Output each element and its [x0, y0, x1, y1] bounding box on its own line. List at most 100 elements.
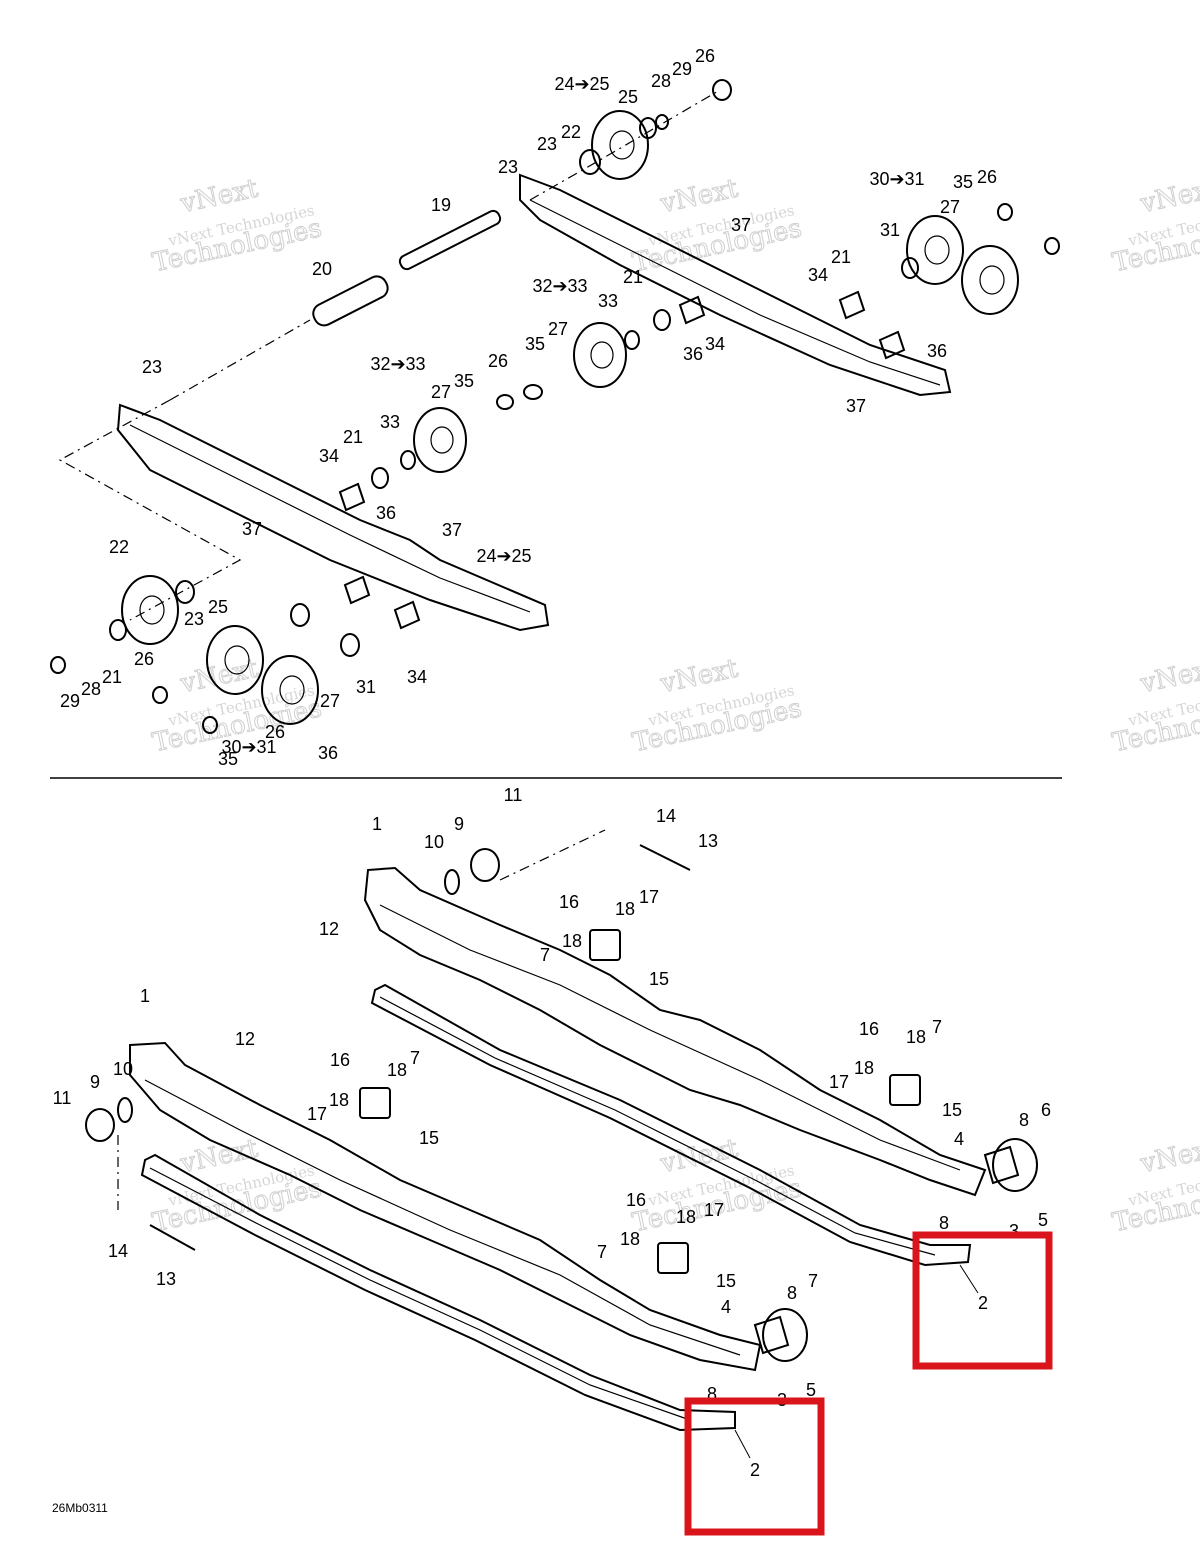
callout: 4: [954, 1129, 964, 1149]
callout: 15: [942, 1100, 962, 1120]
callout: 21: [102, 667, 122, 687]
callout: 23: [498, 157, 518, 177]
bottom-callout-labels: 11 1 10 9 14 13 12 16 18 17 18 7 15 1 12…: [53, 785, 1051, 1480]
watermark: vNext vNext Technologies Technologies: [629, 1133, 805, 1239]
callout: 9: [454, 814, 464, 834]
callout: 37: [242, 519, 262, 539]
callout: 30➔31: [221, 737, 276, 757]
svg-text:vNext: vNext: [657, 654, 741, 700]
callout: 35: [953, 172, 973, 192]
callout: 3: [1009, 1221, 1019, 1241]
callout: 5: [1038, 1210, 1048, 1230]
watermark: vNext vNext Technologies Technologies: [1109, 1133, 1200, 1239]
callout: 18: [562, 931, 582, 951]
block-16: [359, 1087, 391, 1119]
callout: 6: [1041, 1100, 1051, 1120]
callout: 37: [846, 396, 866, 416]
block-16: [889, 1074, 921, 1106]
svg-text:vNext: vNext: [1137, 654, 1200, 700]
callout: 18: [329, 1090, 349, 1110]
callout: 36: [376, 503, 396, 523]
callout: 27: [548, 319, 568, 339]
top-callout-labels: 24➔25 25 28 29 26 23 22 23 19 20 30➔31 3…: [60, 46, 997, 769]
callout: 7: [540, 945, 550, 965]
callout: 17: [307, 1104, 327, 1124]
callout: 23: [184, 609, 204, 629]
axle-shaft-19: [398, 209, 502, 271]
callout: 14: [108, 1241, 128, 1261]
callout: 35: [525, 334, 545, 354]
svg-text:vNext: vNext: [177, 174, 261, 220]
svg-text:vNext: vNext: [1137, 174, 1200, 220]
callout: 26: [265, 722, 285, 742]
rear-wear-strip: [370, 983, 972, 1267]
callout: 5: [806, 1380, 816, 1400]
callout: 18: [676, 1207, 696, 1227]
callout: 7: [410, 1048, 420, 1068]
callout: 25: [208, 597, 228, 617]
callout: 22: [109, 537, 129, 557]
callout: 4: [721, 1297, 731, 1317]
watermark: vNext vNext Technologies Technologies: [629, 653, 805, 759]
callout: 18: [906, 1027, 926, 1047]
callout: 18: [387, 1060, 407, 1080]
callout: 15: [419, 1128, 439, 1148]
idler-wheel-center: [338, 407, 467, 512]
idler-wheel-right-pair: [838, 203, 1060, 360]
callout: 16: [859, 1019, 879, 1039]
callout: 8: [707, 1384, 717, 1404]
callout: 35: [454, 371, 474, 391]
callout: 15: [716, 1271, 736, 1291]
callout: 13: [156, 1269, 176, 1289]
callout: 10: [113, 1059, 133, 1079]
svg-text:vNext: vNext: [657, 174, 741, 220]
rear-slide-rail-inner: [379, 904, 961, 1171]
bracket-9: [85, 1108, 115, 1142]
watermark: vNext vNext Technologies Technologies: [629, 173, 805, 279]
callout: 13: [698, 831, 718, 851]
highlight-box-rear-strip: [912, 1231, 1053, 1370]
callout: 15: [649, 969, 669, 989]
left-frame-rail: [116, 403, 550, 632]
block-16: [657, 1242, 689, 1274]
callout: 27: [320, 691, 340, 711]
callout: 26: [695, 46, 715, 66]
callout: 21: [623, 267, 643, 287]
watermark: vNext vNext Technologies Technologies: [1109, 653, 1200, 759]
idler-wheel-mid: [496, 295, 706, 410]
callout: 1: [372, 814, 382, 834]
bracket-10: [117, 1097, 133, 1123]
callout: 7: [597, 1242, 607, 1262]
callout: 24➔25: [476, 546, 531, 566]
callout: 16: [626, 1190, 646, 1210]
callout: 33: [598, 291, 618, 311]
watermark: vNext vNext Technologies Technologies: [1109, 173, 1200, 279]
callout: 37: [442, 520, 462, 540]
axle-dash-line-2: [529, 89, 721, 201]
callout: 21: [831, 247, 851, 267]
idler-wheel-bottom-left: [50, 575, 421, 734]
callout: 1: [140, 986, 150, 1006]
callout: 23: [142, 357, 162, 377]
callout: 31: [880, 220, 900, 240]
bolt-13: [639, 844, 691, 871]
callout: 16: [330, 1050, 350, 1070]
block-16: [589, 929, 621, 961]
frame-dash-line: [58, 399, 242, 621]
callout: 7: [808, 1271, 818, 1291]
bottom-assembly: [85, 829, 1038, 1432]
callout: 20: [312, 259, 332, 279]
callout: 24➔25: [554, 74, 609, 94]
callout: 11: [504, 785, 523, 805]
callout: 8: [787, 1283, 797, 1303]
callout: 31: [356, 677, 376, 697]
top-assembly: [50, 79, 1060, 734]
callout: 22: [561, 122, 581, 142]
callout: 34: [808, 265, 828, 285]
callout: 11: [53, 1088, 72, 1108]
callout: 8: [939, 1213, 949, 1233]
callout: 10: [424, 832, 444, 852]
callout: 34: [407, 667, 427, 687]
callout: 18: [854, 1058, 874, 1078]
front-bumper-5: [753, 1308, 808, 1362]
